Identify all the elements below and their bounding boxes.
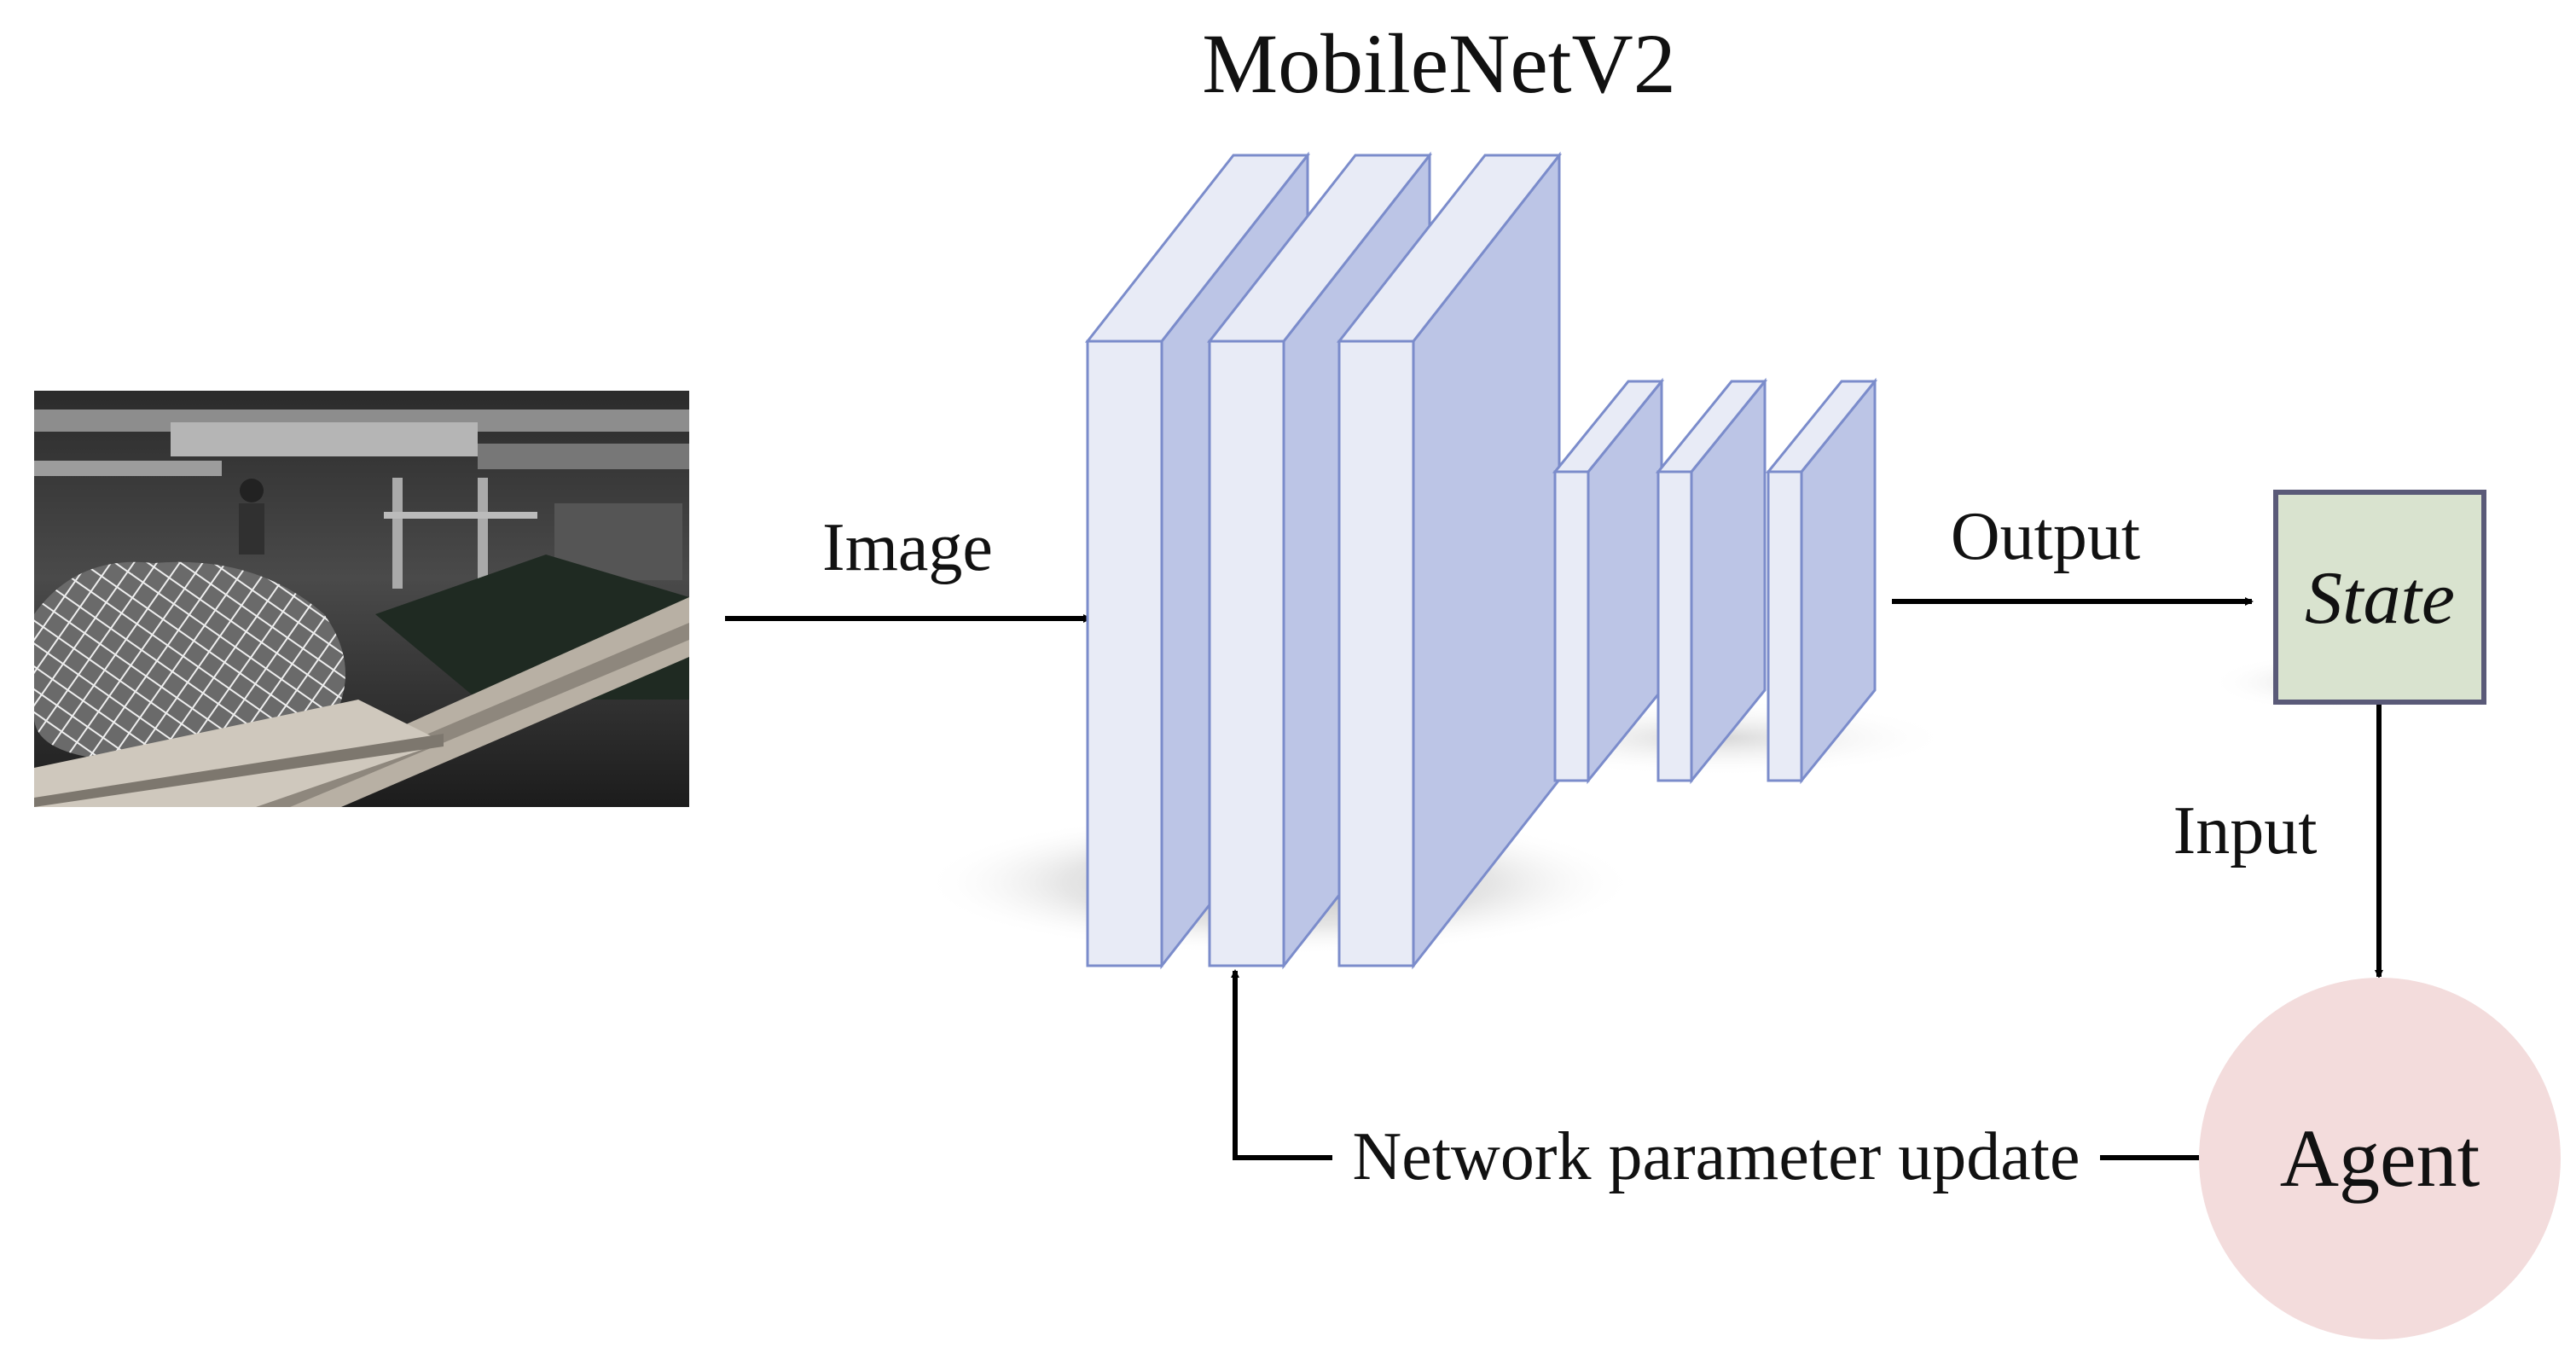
- input-label: Input: [2173, 793, 2318, 868]
- agent-label: Agent: [2280, 1112, 2480, 1204]
- output-label: Output: [1951, 499, 2140, 574]
- layer-small-1: [1552, 377, 1665, 785]
- diagram-title: MobileNetV2: [1202, 16, 1675, 111]
- layer-small-2: [1655, 377, 1768, 785]
- agent-circle: [2199, 978, 2561, 1339]
- image-label: Image: [822, 510, 993, 585]
- feedback-label: Network parameter update: [1353, 1119, 2080, 1194]
- layer-large-3: [1336, 151, 1563, 970]
- layer-small-3: [1765, 377, 1878, 785]
- state-box: [2273, 490, 2486, 705]
- input-photo: [34, 391, 689, 807]
- state-label: State: [2305, 557, 2455, 640]
